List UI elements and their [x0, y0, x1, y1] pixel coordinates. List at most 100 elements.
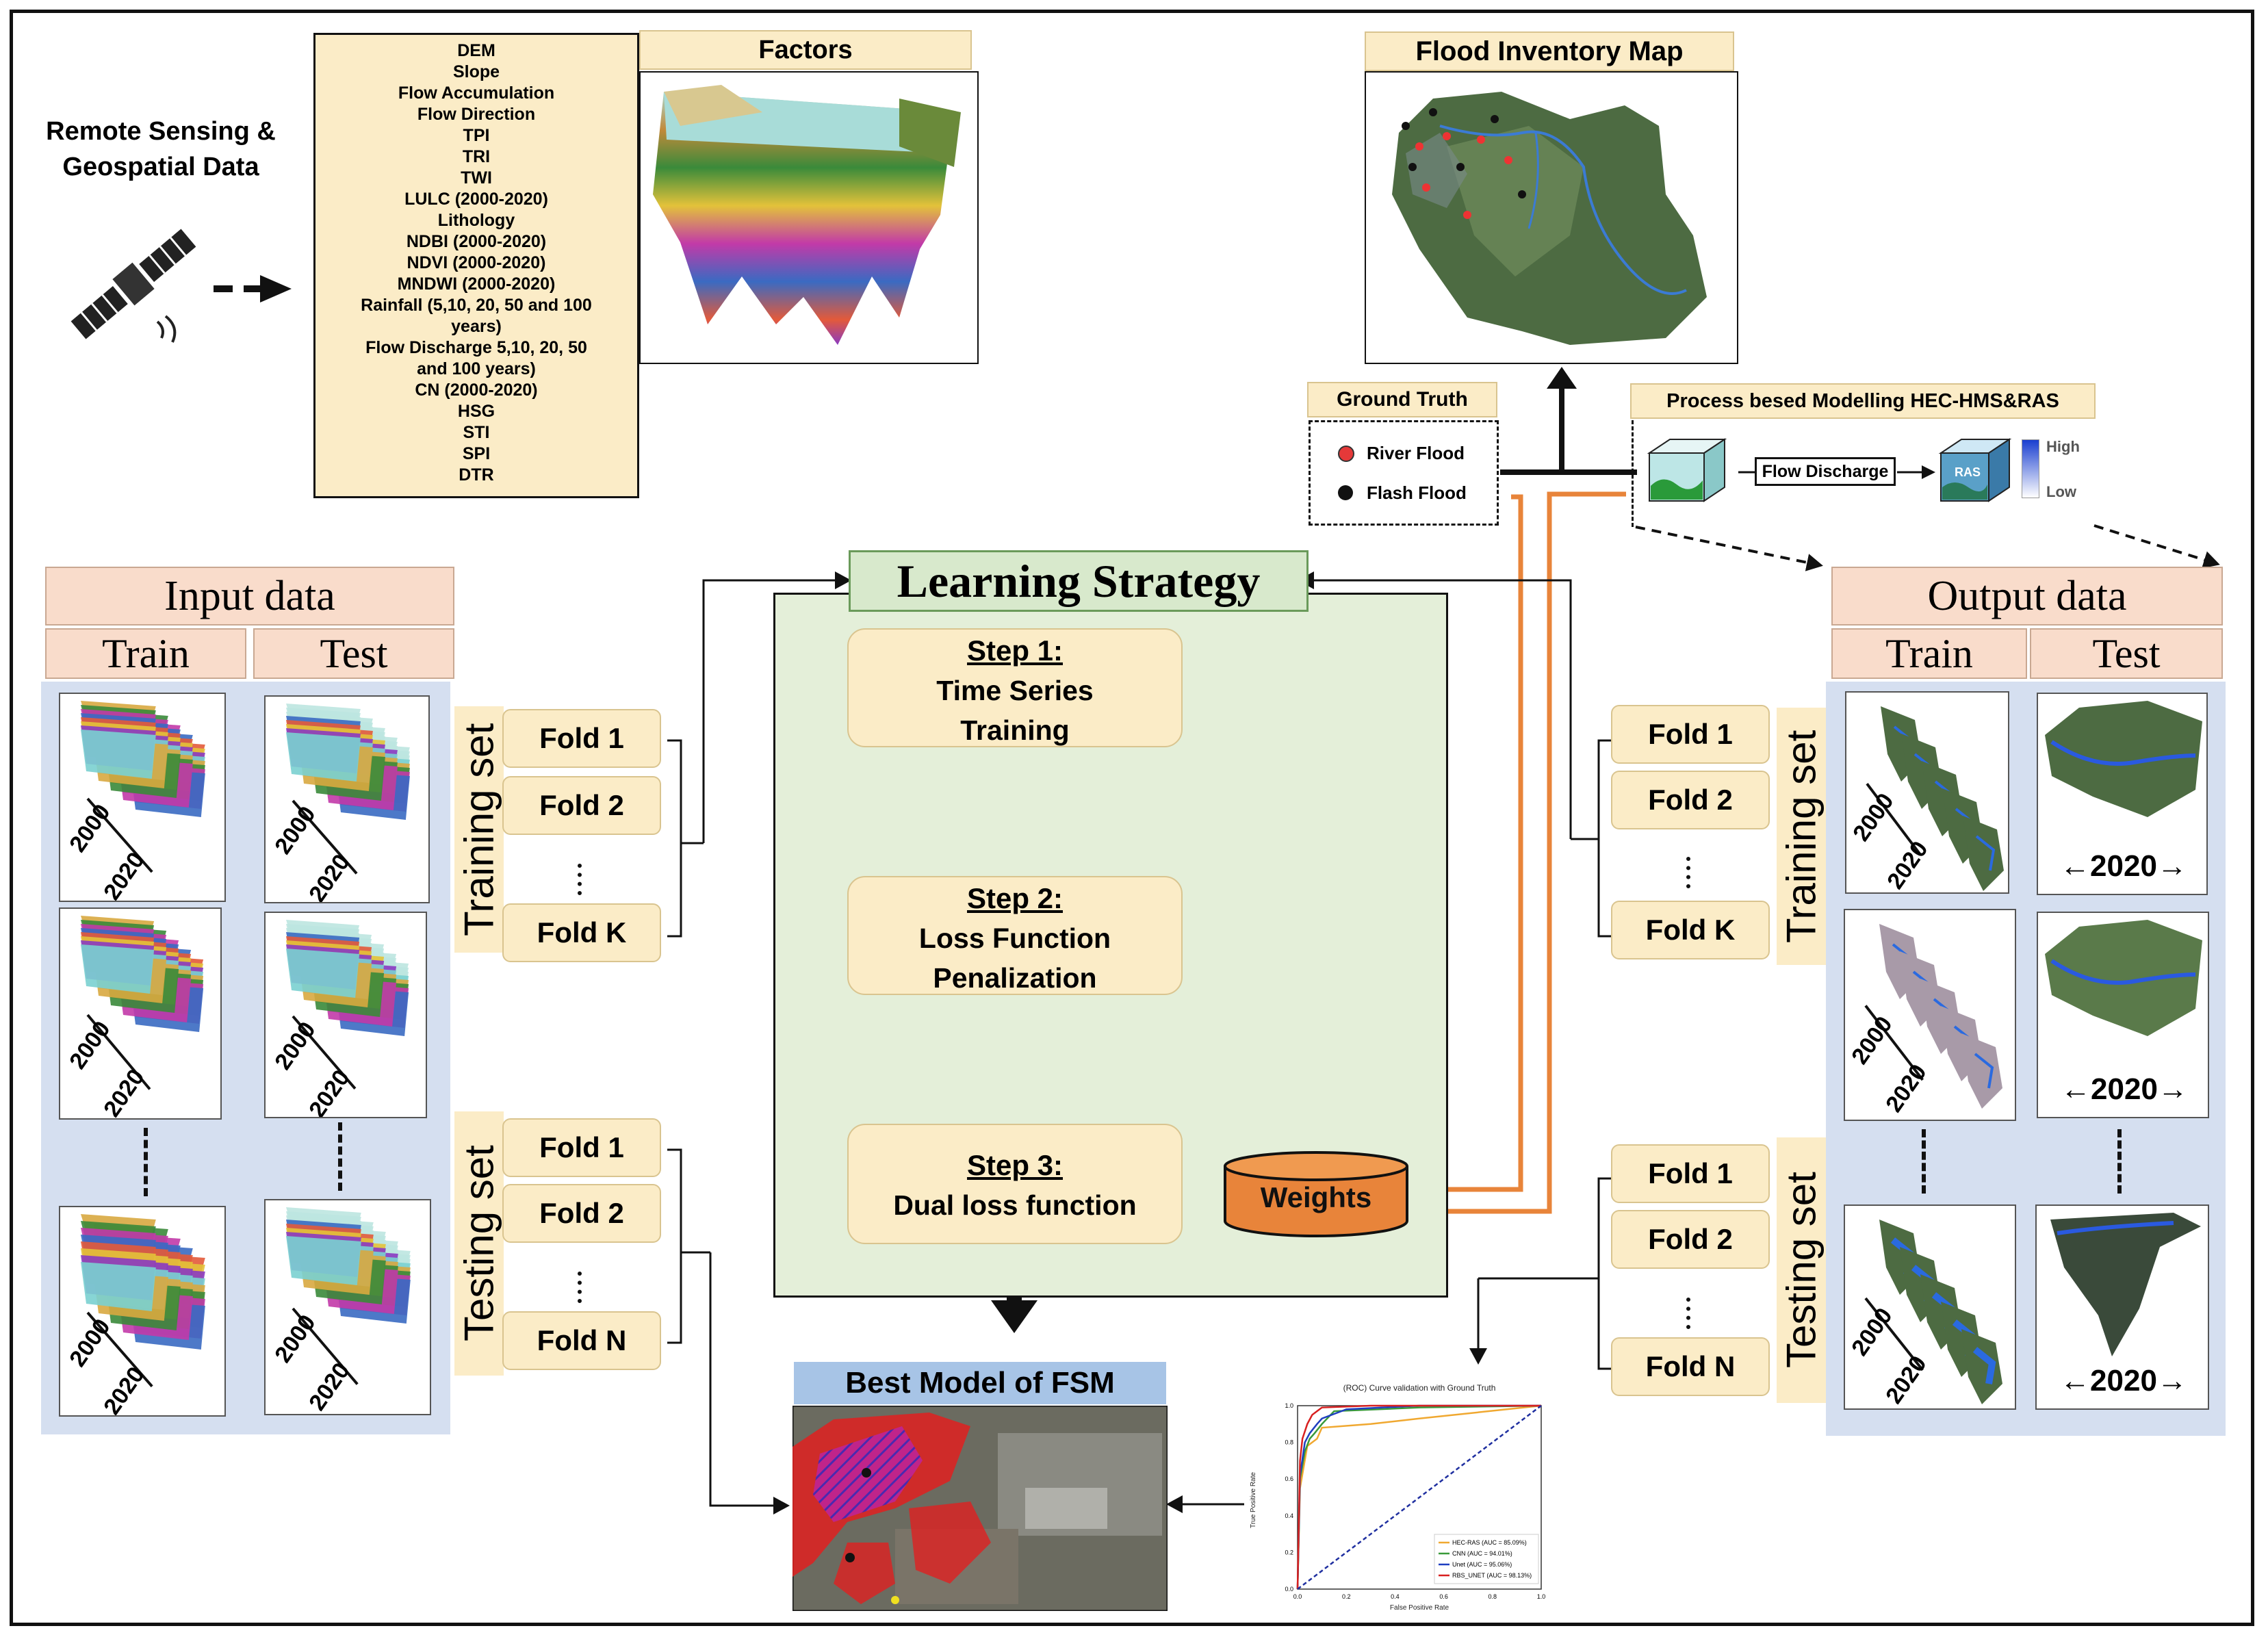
roc-y-tick-label: 0.0 [1285, 1586, 1293, 1593]
left-training-label: Training set [454, 706, 504, 953]
step-1-title: Step 1: [966, 634, 1064, 667]
ground-truth-title: Ground Truth [1307, 382, 1497, 417]
left-training-fold-2: Fold 2 [502, 776, 661, 835]
factor-item: and 100 years) [417, 359, 536, 378]
roc-x-axis-label: False Positive Rate [1390, 1604, 1449, 1611]
remote-sensing-label: Remote Sensing & Geospatial Data [27, 114, 294, 185]
right-training-fold-2: Fold 2 [1611, 771, 1770, 829]
ras-label: RAS [1955, 465, 1981, 479]
flash-flood-label: Flash Flood [1367, 482, 1467, 503]
learning-strategy-title: Learning Strategy [849, 550, 1309, 612]
ras-cube-icon: RAS [1938, 438, 2012, 502]
legend-high-label: High [2046, 438, 2080, 455]
factors-3d-stack-image [639, 71, 979, 364]
output-test-year-label: ←2020→ [2060, 1364, 2187, 1397]
river-flood-marker-icon [1338, 446, 1354, 462]
factor-item: NDBI (2000-2020) [406, 232, 547, 251]
output-data-title: Output data [1831, 567, 2223, 626]
fold-ellipsis [578, 1272, 586, 1303]
step-2-box: Step 2: Loss Function Penalization [847, 876, 1183, 995]
left-testing-fold-2: Fold 2 [502, 1184, 661, 1243]
flash-flood-marker-icon [1338, 485, 1353, 500]
step-3-box: Step 3: Dual loss function [847, 1124, 1183, 1244]
left-testing-fold-1: Fold 1 [502, 1118, 661, 1177]
right-testing-fold-3: Fold N [1611, 1337, 1770, 1396]
factor-item: HSG [457, 402, 495, 421]
factor-item: DTR [459, 465, 494, 485]
weights-database-icon: Weights [1224, 1151, 1408, 1237]
output-train-header: Train [1831, 628, 2027, 679]
output-test-thumbnail: ←2020→ [2035, 1204, 2209, 1410]
roc-chart-title: (ROC) Curve validation with Ground Truth [1343, 1383, 1496, 1393]
right-training-label: Training set [1777, 708, 1826, 965]
roc-y-tick-label: 0.8 [1285, 1439, 1293, 1446]
flood-inventory-title: Flood Inventory Map [1365, 31, 1734, 71]
fold-ellipsis [1686, 857, 1694, 888]
hec-hms-cube-icon [1647, 438, 1727, 502]
roc-x-tick-label: 0.8 [1489, 1593, 1497, 1600]
roc-series-line [1297, 1405, 1542, 1590]
factor-item: NDVI (2000-2020) [407, 253, 546, 272]
step-2-title: Step 2: [966, 882, 1064, 914]
roc-legend-entry: RBS_UNET (AUC = 98.13%) [1452, 1572, 1532, 1579]
factor-item: STI [463, 423, 490, 442]
left-training-fold-1: Fold 1 [502, 709, 661, 768]
input-train-header: Train [45, 628, 246, 679]
thumbnail-ellipsis [2117, 1129, 2122, 1194]
roc-curve-chart: (ROC) Curve validation with Ground Truth… [1246, 1377, 1555, 1611]
roc-legend-entry: CNN (AUC = 94.01%) [1452, 1550, 1512, 1557]
roc-y-axis-label: True Positive Rate [1250, 1472, 1257, 1528]
step-1-line2: Training [960, 714, 1070, 746]
factor-item: SPI [462, 444, 491, 463]
factor-item: Lithology [437, 211, 515, 230]
roc-x-tick-label: 1.0 [1537, 1593, 1546, 1600]
input-data-title: Input data [45, 567, 454, 626]
right-testing-label: Testing set [1777, 1137, 1826, 1403]
right-training-fold-1: Fold 1 [1611, 705, 1770, 764]
best-model-map-image [792, 1406, 1168, 1611]
roc-series-line [1296, 1404, 1541, 1590]
factors-title: Factors [639, 30, 972, 70]
factor-item: TWI [461, 168, 492, 188]
input-test-header: Test [253, 628, 454, 679]
roc-series-line [1296, 1404, 1541, 1590]
remote-sensing-line2: Geospatial Data [62, 153, 259, 181]
arrow-to-flow-discharge [1738, 471, 1755, 474]
output-test-thumbnail: ←2020→ [2037, 912, 2209, 1118]
factor-item: MNDWI (2000-2020) [397, 274, 556, 294]
factor-item: years) [451, 317, 502, 336]
fold-ellipsis [578, 864, 586, 895]
roc-y-tick-label: 0.6 [1285, 1475, 1293, 1482]
roc-x-tick-label: 0.6 [1439, 1593, 1448, 1600]
arrow-to-ras [1897, 465, 1935, 479]
fold-ellipsis [1686, 1298, 1694, 1329]
factor-item: DEM [457, 41, 495, 60]
factor-item: Rainfall (5,10, 20, 50 and 100 [361, 296, 592, 315]
right-testing-fold-1: Fold 1 [1611, 1144, 1770, 1203]
weights-label: Weights [1261, 1181, 1372, 1213]
right-testing-fold-2: Fold 2 [1611, 1210, 1770, 1269]
factor-item: TPI [463, 126, 490, 145]
roc-series-line [1296, 1404, 1542, 1590]
factor-item: Flow Direction [417, 105, 536, 124]
right-training-fold-3: Fold K [1611, 901, 1770, 959]
process-divider [1632, 420, 1634, 527]
roc-legend-entry: HEC-RAS (AUC = 85.09%) [1452, 1539, 1527, 1546]
left-testing-label: Testing set [454, 1111, 504, 1376]
step-3-title: Step 3: [966, 1149, 1064, 1181]
factor-item: CN (2000-2020) [415, 381, 538, 400]
output-test-header: Test [2030, 628, 2223, 679]
factor-item: Flow Accumulation [398, 83, 555, 103]
output-test-year-label: ←2020→ [2060, 849, 2187, 883]
output-test-thumbnail: ←2020→ [2037, 693, 2208, 895]
legend-low-label: Low [2046, 483, 2076, 500]
river-flood-label: River Flood [1367, 443, 1465, 463]
roc-legend [1434, 1534, 1539, 1584]
discharge-legend-bar [2022, 439, 2039, 498]
roc-legend-entry: Unet (AUC = 95.06%) [1452, 1561, 1512, 1568]
